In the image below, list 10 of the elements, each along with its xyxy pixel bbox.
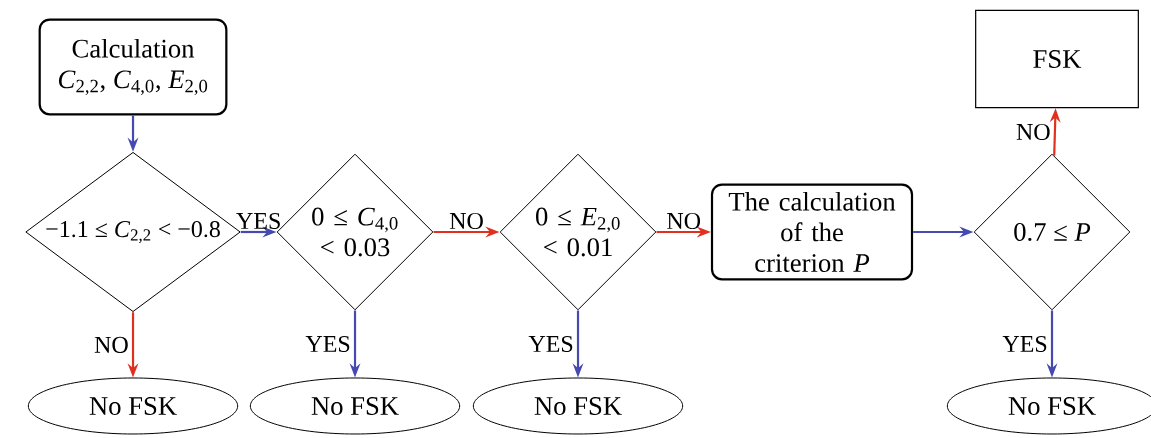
process-box: The calculation of the criterion P	[710, 183, 914, 281]
edge-label: YES	[528, 335, 573, 353]
edge-label: NO	[1016, 123, 1050, 141]
edge-label: NO	[449, 212, 483, 230]
edge-label: YES	[1002, 335, 1047, 353]
result-box: FSK	[975, 9, 1139, 109]
process-box: Calculation C$_{2,2}$, C$_{4,0}$, E$_{2,0}$	[38, 18, 228, 116]
edge-label: NO	[94, 336, 128, 353]
edge-label: NO	[667, 212, 701, 230]
edge-label: YES	[305, 335, 350, 353]
